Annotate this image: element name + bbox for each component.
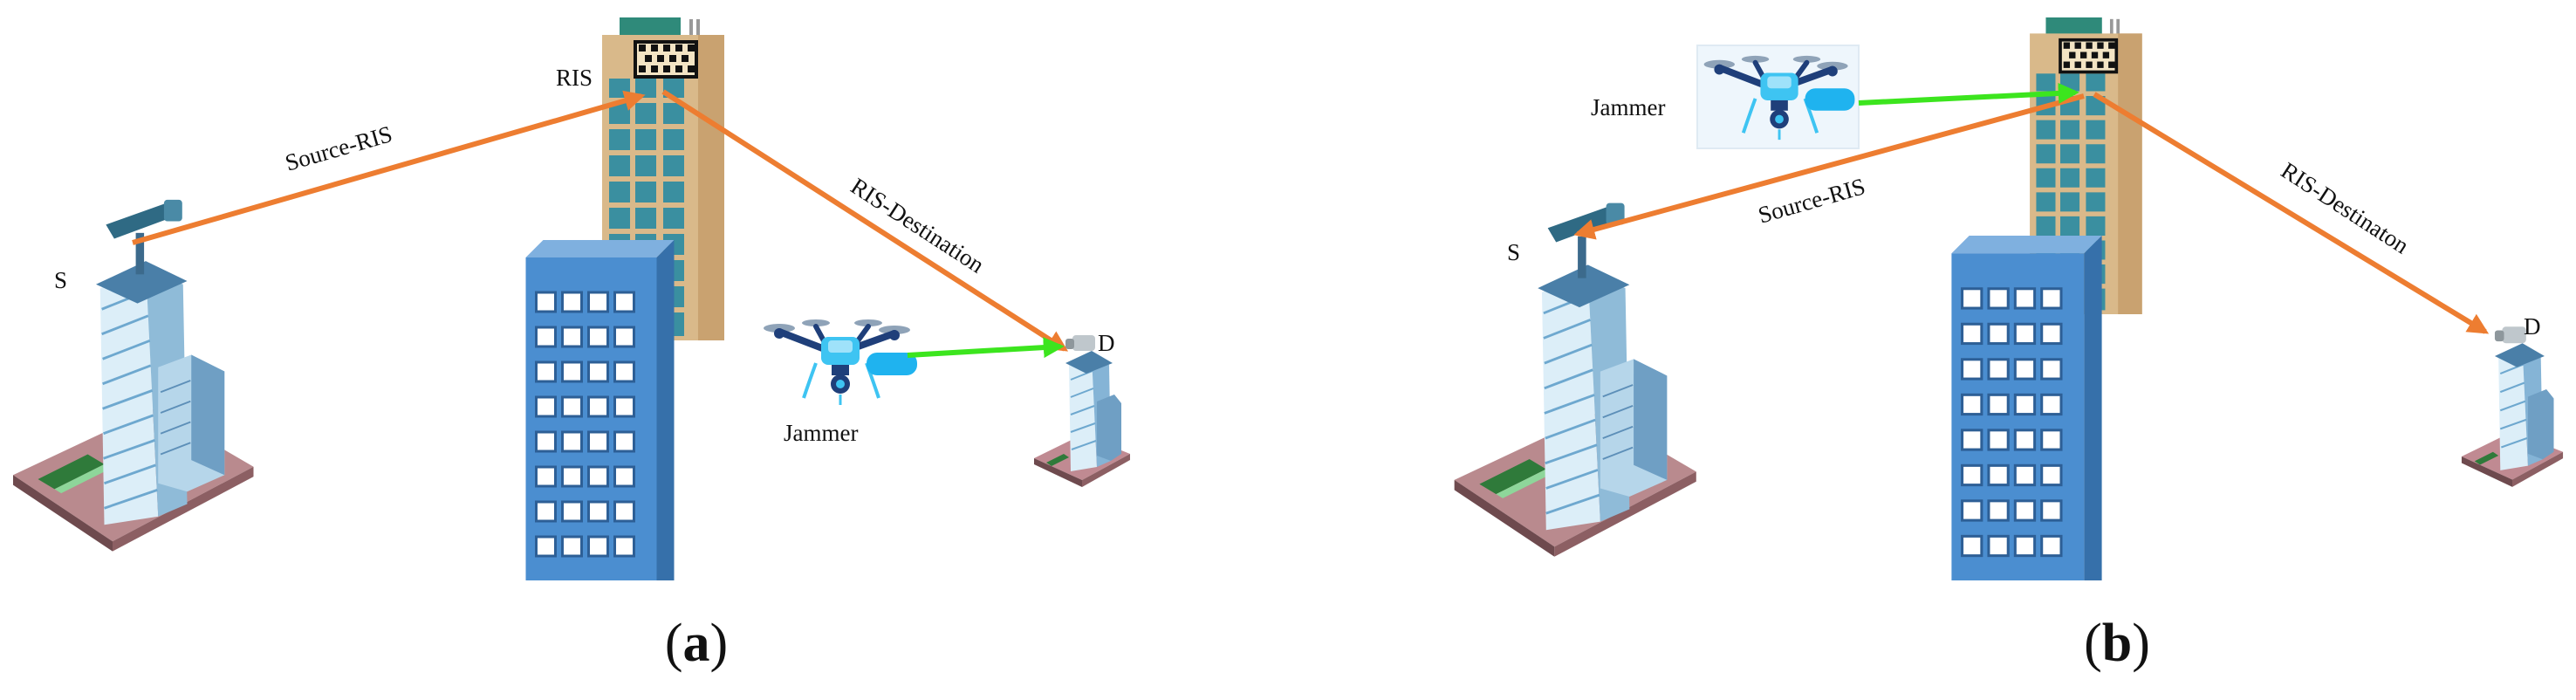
office-building-icon: [524, 240, 676, 580]
panel-a: RIS S D Jammer Source-RIS RIS-Destinatio…: [13, 17, 1130, 673]
panel-b: S D Jammer Source-RIS RIS-Destinaton (b): [1453, 17, 2564, 673]
jammer-drone-icon: [764, 319, 917, 405]
destination-building-icon: [1034, 334, 1130, 488]
source-building-icon: [1453, 202, 1698, 559]
destination-label: D: [2524, 313, 2541, 340]
link-ris-destination-line: [2093, 92, 2490, 334]
source-label: S: [1507, 239, 1520, 265]
destination-building-icon: [2461, 326, 2564, 488]
jamming-link-line: [1858, 82, 2079, 106]
ris-label: RIS: [556, 65, 593, 91]
link-source-ris-line: [132, 90, 646, 245]
link-source-ris-line: [1573, 93, 2085, 240]
link-ris-destination-line: [661, 89, 1069, 352]
jamming-link-line: [907, 337, 1065, 359]
panel-a-caption: (a): [665, 614, 728, 673]
destination-label: D: [1098, 330, 1115, 356]
link-source-ris-label: Source-RIS: [282, 120, 394, 176]
jammer-label: Jammer: [1591, 94, 1665, 120]
panel-b-caption: (b): [2084, 614, 2150, 673]
office-building-icon: [1950, 236, 2103, 580]
jammer-label: Jammer: [784, 420, 858, 446]
source-building-icon: [13, 198, 255, 553]
source-label: S: [54, 267, 67, 293]
